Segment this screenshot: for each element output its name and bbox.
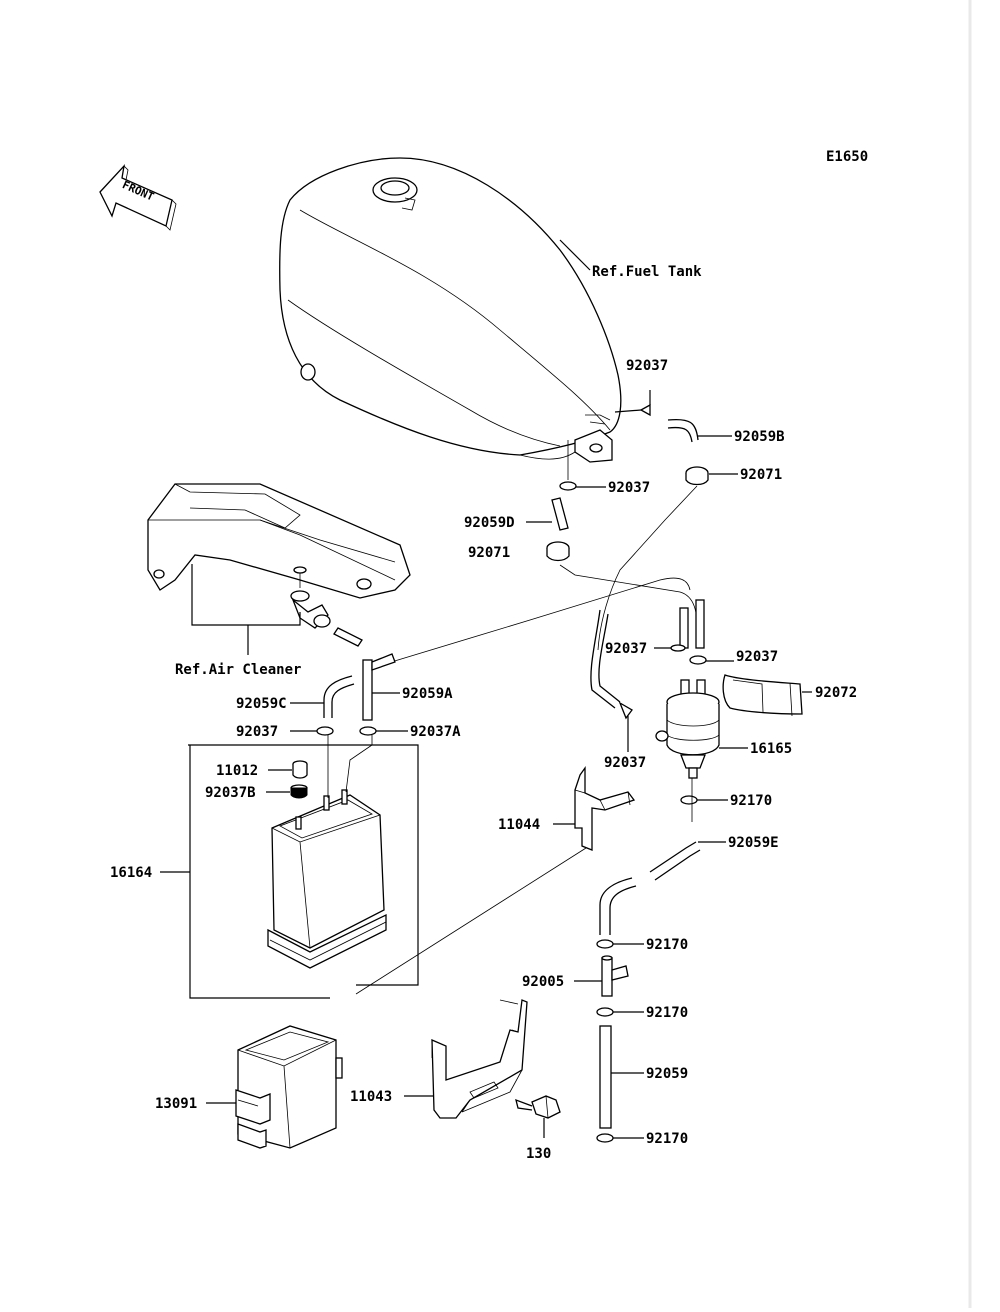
- label-11012: 11012: [216, 763, 258, 779]
- cover-13091: [235, 1025, 343, 1149]
- grommet-icon: [546, 541, 570, 562]
- bracket-11044: [574, 765, 636, 851]
- air-cleaner: [147, 483, 411, 647]
- hose-clip-icon: [689, 655, 707, 665]
- label-13091: 13091: [155, 1096, 197, 1112]
- hose-clip-icon: [559, 481, 577, 491]
- canister-16164: [267, 789, 387, 969]
- cap-11012: [292, 760, 308, 779]
- hose-92059d: [551, 497, 569, 531]
- hose-clip-icon: [596, 939, 614, 949]
- label-92071-left: 92071: [468, 545, 510, 561]
- fuel-tank: [279, 157, 622, 463]
- fuel-filter-16165: [655, 679, 720, 779]
- hose-clip-icon: [596, 1007, 614, 1017]
- label-92059a: 92059A: [402, 686, 453, 702]
- label-92072: 92072: [815, 685, 857, 701]
- hose-clip-icon: [316, 726, 334, 736]
- hose-92059a: [362, 659, 373, 721]
- hose-92059c: [323, 675, 353, 718]
- label-92037b: 92037B: [205, 785, 256, 801]
- label-92059c: 92059C: [236, 696, 287, 712]
- label-92071-right: 92071: [740, 467, 782, 483]
- hose-clip-icon: [680, 795, 698, 805]
- label-92170-a: 92170: [730, 793, 772, 809]
- grommet-icon: [685, 466, 709, 486]
- label-130: 130: [526, 1146, 551, 1162]
- bracket-11043: [431, 999, 528, 1119]
- diagram-code: E1650: [826, 149, 868, 165]
- label-92059d: 92059D: [464, 515, 515, 531]
- label-92059: 92059: [646, 1066, 688, 1082]
- label-92037-top: 92037: [626, 358, 668, 374]
- label-16165: 16165: [750, 741, 792, 757]
- label-92037-hose-a: 92037: [605, 641, 647, 657]
- front-arrow-icon: FRONT: [99, 163, 177, 231]
- bolt-icon: [515, 1095, 561, 1119]
- hose-92059e: [649, 841, 697, 873]
- vent-line: [559, 564, 699, 641]
- label-92005: 92005: [522, 974, 564, 990]
- plug-92037b: [290, 784, 308, 799]
- canister-group-box: [188, 744, 419, 999]
- label-92170-d: 92170: [646, 1131, 688, 1147]
- ref-air-cleaner-label: Ref.Air Cleaner: [175, 662, 301, 678]
- label-92037-hose-b: 92037: [736, 649, 778, 665]
- label-92037-can-left: 92037: [236, 724, 278, 740]
- label-92059e: 92059E: [728, 835, 779, 851]
- label-11044: 11044: [498, 817, 540, 833]
- label-92170-b: 92170: [646, 937, 688, 953]
- hose-lower-bend: [599, 877, 633, 935]
- ref-fuel-tank-label: Ref.Fuel Tank: [592, 264, 702, 280]
- label-11043: 11043: [350, 1089, 392, 1105]
- label-16164: 16164: [110, 865, 152, 881]
- hose-clip-icon: [596, 1133, 614, 1143]
- label-92170-c: 92170: [646, 1005, 688, 1021]
- label-92059b: 92059B: [734, 429, 785, 445]
- hose-to-filter: [590, 609, 616, 709]
- label-92037-mid: 92037: [608, 480, 650, 496]
- hose-clip-icon: [670, 644, 686, 652]
- label-92037a: 92037A: [410, 724, 461, 740]
- label-92037-filter: 92037: [604, 755, 646, 771]
- hose-clip-icon: [614, 403, 651, 417]
- hose-clip-icon: [359, 726, 377, 736]
- tee-fitting-92005: [601, 955, 629, 997]
- filter-bracket-92072: [722, 674, 803, 717]
- hose-clip-icon: [618, 701, 633, 720]
- hose-92059b: [667, 418, 699, 441]
- hose-92059: [599, 1025, 612, 1129]
